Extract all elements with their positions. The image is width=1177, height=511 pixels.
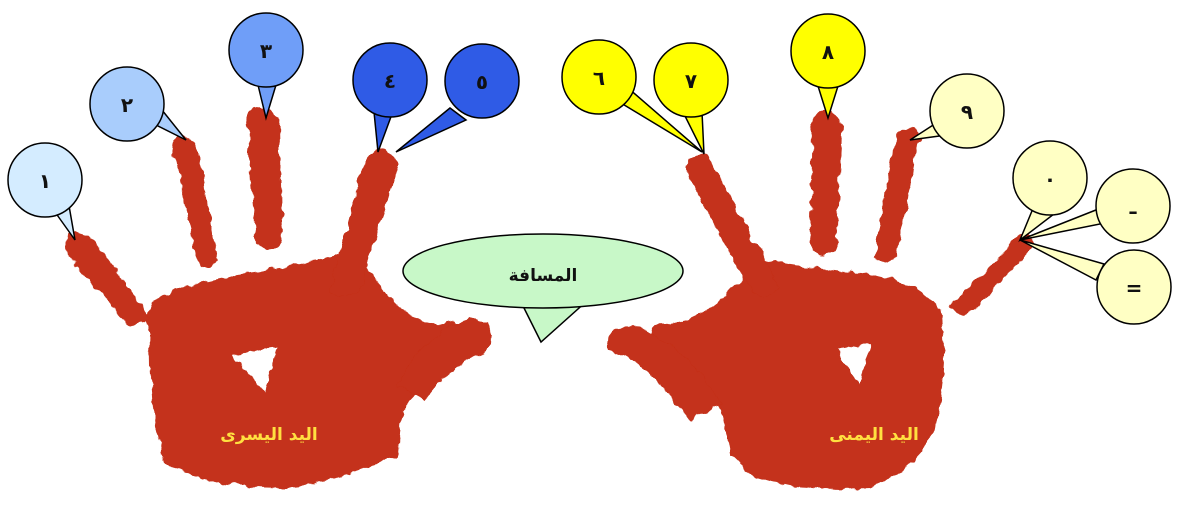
key-bubble-7: ٧: [653, 42, 729, 155]
key-bubble-3: ٣: [228, 12, 304, 121]
right-thumb: [608, 327, 722, 420]
key-bubble-6: ٦: [561, 39, 703, 153]
key-bubble-8: ٨: [790, 13, 866, 121]
right-hand: [608, 110, 1034, 489]
key-bubble-0: ٠: [1012, 140, 1088, 216]
key-label-0: ٠: [1044, 167, 1056, 191]
right-hand-label: اليد اليمنى: [829, 425, 919, 445]
key-bubble-9: ٩: [909, 73, 1005, 149]
right-finger-index: [687, 154, 780, 296]
key-tail-equals: [1019, 239, 1106, 282]
right-finger-pinky: [950, 234, 1034, 315]
key-bubble-equals: =: [1096, 249, 1172, 325]
key-label-7: ٧: [685, 69, 697, 93]
left-hand-label: اليد اليسرى: [220, 425, 318, 445]
key-bubble-minus: ـ: [1095, 168, 1171, 244]
key-bubble-4: ٤: [352, 42, 428, 153]
left-hand: [65, 107, 492, 488]
left-finger-middle: [246, 107, 282, 251]
space-label: المسافة: [509, 266, 578, 286]
key-bubble-5: ٥: [395, 43, 520, 153]
space-bubble: المسافة: [402, 233, 684, 344]
left-palm-hole: [232, 348, 278, 392]
key-label-9: ٩: [961, 100, 973, 124]
key-label-5: ٥: [476, 70, 488, 94]
right-palm-hole: [838, 342, 872, 385]
key-label-minus: ـ: [1129, 195, 1138, 219]
key-bubble-1: ١: [7, 142, 83, 241]
left-finger-pinky: [65, 232, 150, 325]
left-thumb: [398, 318, 492, 400]
left-finger-ring: [170, 134, 218, 269]
key-label-6: ٦: [593, 66, 605, 90]
left-hand-palm: [147, 250, 489, 488]
right-finger-middle: [810, 110, 842, 256]
right-hand-palm: [650, 258, 944, 489]
key-label-4: ٤: [384, 69, 396, 93]
right-finger-ring: [874, 127, 920, 263]
key-label-2: ٢: [121, 93, 133, 117]
key-label-equals: =: [1126, 276, 1143, 300]
key-label-1: ١: [39, 169, 51, 193]
space-bubble-tail-cover: [522, 296, 587, 302]
key-label-8: ٨: [822, 40, 834, 64]
left-finger-index: [330, 149, 398, 295]
key-label-3: ٣: [260, 39, 272, 63]
key-bubble-2: ٢: [89, 66, 187, 142]
